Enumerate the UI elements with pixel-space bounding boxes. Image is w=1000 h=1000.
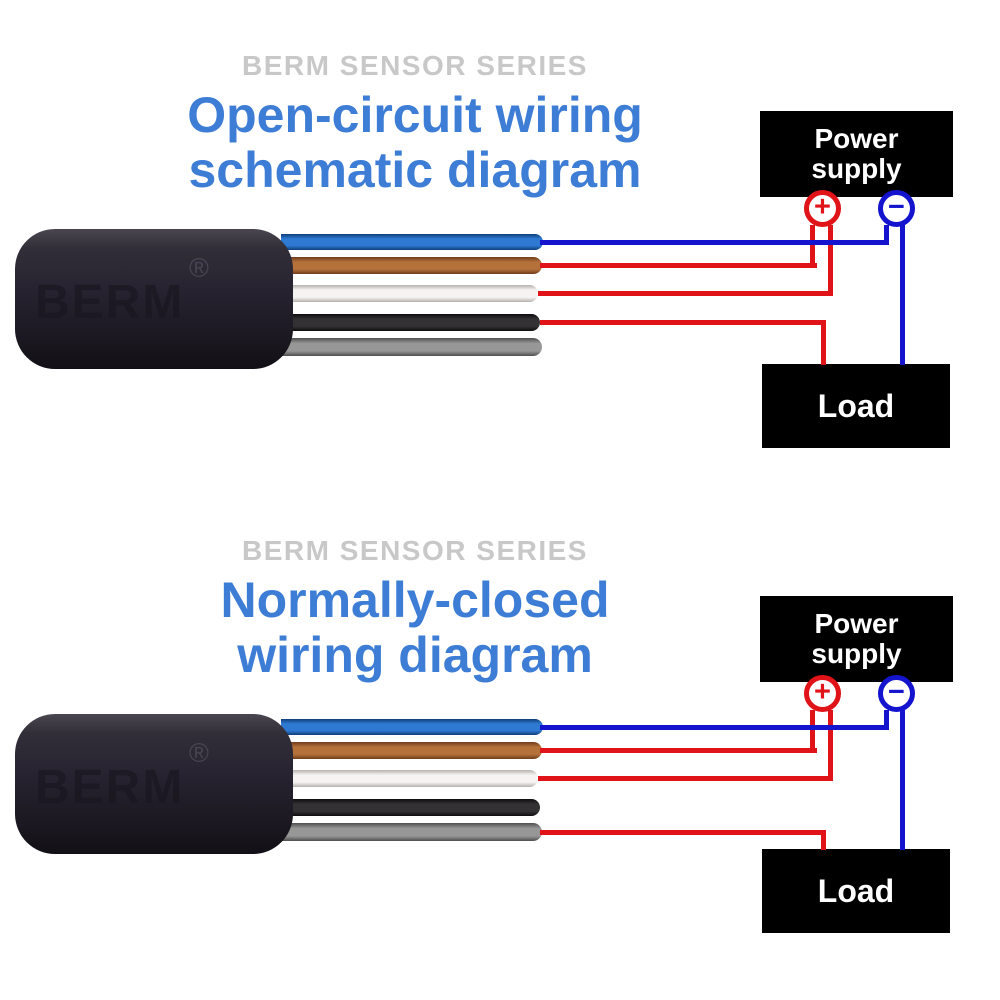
blue-wire-line-vertical: [884, 710, 889, 730]
power-supply-label-line2: supply: [811, 153, 902, 184]
positive-terminal: +: [804, 190, 841, 227]
wire-blue: [281, 234, 543, 250]
plus-icon: +: [814, 191, 831, 223]
white-wire-line-vertical: [828, 710, 833, 781]
load-wire-line-vertical: [821, 830, 826, 850]
negative-terminal: −: [878, 190, 915, 227]
wire-white: [281, 285, 538, 302]
brown-wire-line-vertical: [810, 710, 815, 753]
power-supply-box: Power supply: [760, 111, 953, 197]
registered-mark-icon: ®: [189, 738, 209, 768]
blue-wire-line-horizontal: [540, 725, 889, 730]
white-wire-line-horizontal: [538, 776, 833, 781]
power-supply-label-line1: Power: [814, 608, 899, 639]
brand-watermark: BERM: [35, 761, 185, 814]
wire-gray: [281, 823, 542, 841]
load-box: Load: [762, 364, 950, 448]
brand-watermark: BERM: [35, 276, 185, 329]
negative-to-load-line: [900, 225, 905, 365]
plus-icon: +: [814, 676, 831, 708]
load-label: Load: [817, 872, 895, 909]
wire-white: [281, 770, 538, 787]
brown-wire-line-horizontal: [540, 263, 817, 268]
load-wire-line-horizontal: [540, 830, 826, 835]
load-wire-line-vertical: [821, 320, 826, 365]
white-wire-line-horizontal: [538, 291, 833, 296]
load-wire-line-horizontal: [540, 320, 826, 325]
diagram-title: Open-circuit wiring schematic diagram: [0, 88, 830, 198]
wire-black: [281, 799, 540, 816]
brown-wire-line-horizontal: [540, 748, 817, 753]
negative-to-load-line: [900, 710, 905, 850]
minus-icon: −: [888, 191, 905, 223]
wire-blue: [281, 719, 543, 735]
series-label: BERM SENSOR SERIES: [242, 535, 588, 566]
wire-brown: [281, 742, 542, 759]
wire-black: [281, 314, 540, 331]
series-label: BERM SENSOR SERIES: [242, 50, 588, 81]
power-supply-label-line2: supply: [811, 638, 902, 669]
blue-wire-line-horizontal: [540, 240, 889, 245]
power-supply-box: Power supply: [760, 596, 953, 682]
wire-gray: [281, 338, 542, 356]
title-line-2: wiring diagram: [237, 627, 593, 683]
diagram-title: Normally-closed wiring diagram: [0, 573, 830, 683]
negative-terminal: −: [878, 675, 915, 712]
sensor-cable: BERM ®: [15, 714, 293, 854]
sensor-cable: BERM ®: [15, 229, 293, 369]
wire-brown: [281, 257, 542, 274]
diagram-open-circuit: BERM SENSOR SERIES Open-circuit wiring s…: [0, 0, 1000, 470]
positive-terminal: +: [804, 675, 841, 712]
diagram-normally-closed: BERM SENSOR SERIES Normally-closed wirin…: [0, 485, 1000, 955]
white-wire-line-vertical: [828, 225, 833, 296]
power-supply-label-line1: Power: [814, 123, 899, 154]
title-line-1: Normally-closed: [220, 572, 610, 628]
title-line-2: schematic diagram: [188, 142, 642, 198]
blue-wire-line-vertical: [884, 225, 889, 245]
brown-wire-line-vertical: [810, 225, 815, 268]
title-line-1: Open-circuit wiring: [187, 87, 643, 143]
minus-icon: −: [888, 676, 905, 708]
load-box: Load: [762, 849, 950, 933]
registered-mark-icon: ®: [189, 253, 209, 283]
load-label: Load: [817, 387, 895, 424]
